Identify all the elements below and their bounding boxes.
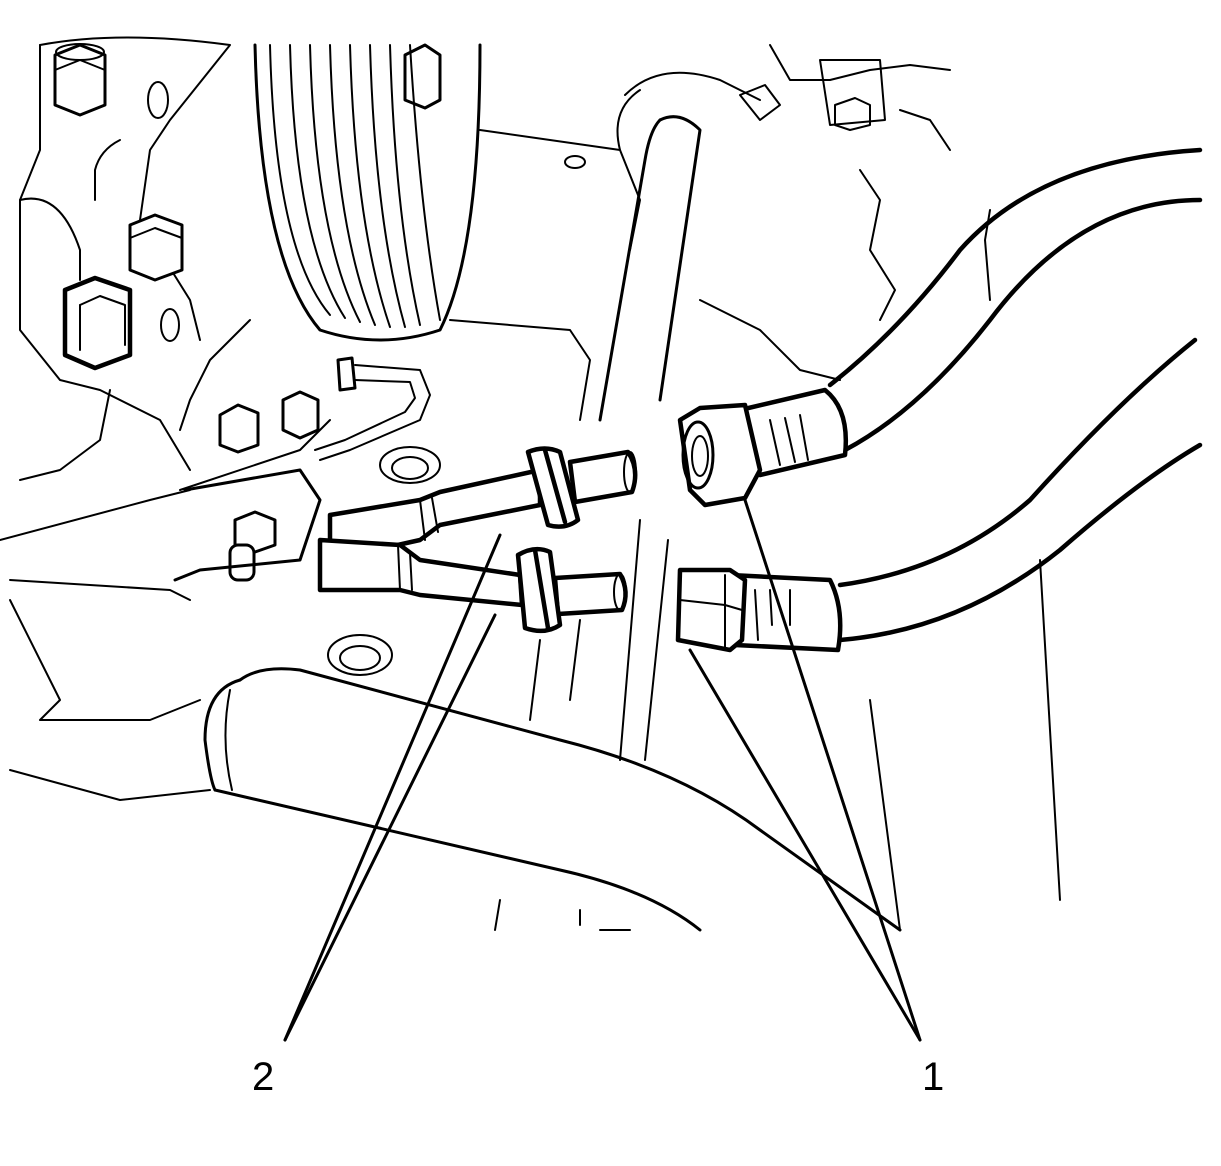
upper-seal-ring [525, 446, 581, 529]
bolt-head-icon [281, 390, 320, 440]
bolt-head-icon [218, 403, 260, 454]
lower-pipe-end [552, 571, 628, 617]
upper-hose-fitting-nut [677, 402, 763, 508]
upper-hose [827, 147, 1203, 453]
lower-pipe [317, 537, 525, 608]
bolt-head-icon [62, 275, 133, 371]
callout-1-leaders [688, 498, 922, 1042]
vertical-pipe [598, 71, 761, 761]
bolt-head-icon [128, 213, 184, 282]
callout-label-2: 2 [252, 1055, 274, 1099]
lower-tube [203, 667, 902, 932]
callout-label-1: 1 [922, 1055, 944, 1099]
bolt-head-icon [53, 43, 107, 117]
pulley [253, 43, 482, 342]
engine-block-outline [0, 36, 331, 801]
lower-hose [837, 337, 1203, 643]
lower-hose-ferrule [727, 572, 843, 653]
crossmember-outline [449, 129, 1061, 931]
upper-pipe-end [567, 449, 638, 505]
mounting-hole [327, 634, 393, 676]
pipe-mount-bracket [173, 468, 322, 582]
lower-hose-fitting-nut [675, 567, 748, 653]
lower-seal-ring [515, 546, 563, 634]
stud-bolt [228, 510, 277, 582]
clamp-bracket [739, 44, 951, 151]
upper-hose-ferrule [737, 387, 848, 478]
steel-brake-line [314, 356, 431, 461]
callout-2-leaders [283, 533, 502, 1042]
mounting-hole [379, 446, 441, 484]
